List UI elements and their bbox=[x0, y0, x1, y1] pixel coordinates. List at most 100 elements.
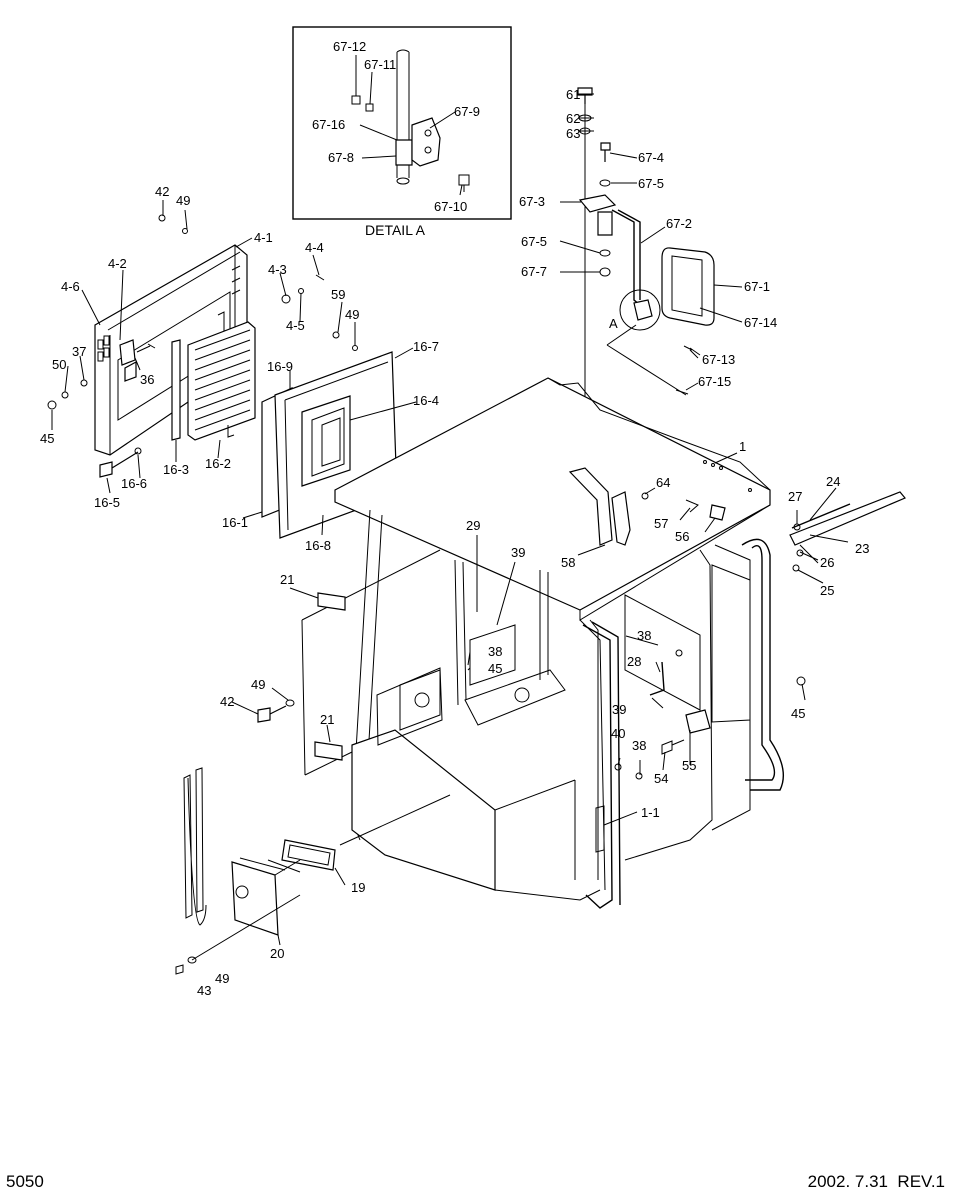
bolt-61 bbox=[577, 87, 593, 104]
center-pillar-1 bbox=[454, 559, 467, 706]
washer-38b bbox=[675, 649, 683, 657]
bolt-42b bbox=[257, 705, 287, 723]
center-pillar-2 bbox=[539, 570, 549, 680]
callout-25: 25 bbox=[820, 583, 834, 598]
handrail-left bbox=[582, 621, 621, 909]
page-number: 5050 bbox=[6, 1172, 44, 1191]
callout-16-9: 16-9 bbox=[267, 359, 293, 374]
callout-labels: 67-12 67-11 67-9 67-16 67-8 67-10 61 62 … bbox=[40, 39, 869, 998]
callout-4-2: 4-2 bbox=[108, 256, 127, 271]
bolt-16-5 bbox=[99, 451, 139, 478]
callout-67-9: 67-9 bbox=[454, 104, 480, 119]
callout-67-14: 67-14 bbox=[744, 315, 777, 330]
bolt-67-15 bbox=[675, 389, 689, 395]
callout-16-7: 16-7 bbox=[413, 339, 439, 354]
callout-16-4: 16-4 bbox=[413, 393, 439, 408]
callout-38a: 38 bbox=[488, 644, 502, 659]
lower-left-parts bbox=[175, 549, 451, 975]
duct-16-4-inner bbox=[311, 407, 345, 477]
mirror-67-1 bbox=[661, 247, 715, 326]
cab-leaders bbox=[467, 452, 806, 826]
washer-67-5b bbox=[599, 249, 611, 257]
callout-58: 58 bbox=[561, 555, 575, 570]
callout-67-1: 67-1 bbox=[744, 279, 770, 294]
detail-a-group bbox=[292, 26, 512, 220]
bolt-64 bbox=[641, 492, 649, 500]
mirror-67-1-inner bbox=[671, 255, 703, 317]
callout-49a: 49 bbox=[176, 193, 190, 208]
cab-base-right bbox=[494, 779, 601, 901]
callout-38b: 38 bbox=[637, 628, 651, 643]
callout-4-4: 4-4 bbox=[305, 240, 324, 255]
callout-1: 1 bbox=[739, 439, 746, 454]
inner-panel-left bbox=[376, 667, 443, 746]
date-revision: 2002. 7.31 REV.1 bbox=[808, 1172, 945, 1191]
callout-59: 59 bbox=[331, 287, 345, 302]
callout-67-12: 67-12 bbox=[333, 39, 366, 54]
vent-slot-1 bbox=[97, 339, 104, 350]
base-20-side bbox=[239, 857, 301, 876]
wiper-leaders bbox=[796, 487, 849, 584]
callout-49c: 49 bbox=[251, 677, 265, 692]
callout-55: 55 bbox=[682, 758, 696, 773]
bolt-42a bbox=[158, 214, 166, 222]
callout-49d: 49 bbox=[215, 971, 229, 986]
roof-hole-2 bbox=[711, 463, 715, 467]
label-21a bbox=[317, 592, 346, 611]
washer-50 bbox=[61, 391, 69, 399]
bracket-67-3 bbox=[578, 194, 617, 213]
callout-21a: 21 bbox=[280, 572, 294, 587]
mirror-assembly bbox=[559, 87, 743, 600]
washer-67-5a bbox=[599, 179, 611, 187]
callout-67-5b: 67-5 bbox=[521, 234, 547, 249]
callout-4-1: 4-1 bbox=[254, 230, 273, 245]
callout-39b: 39 bbox=[612, 702, 626, 717]
pipe-28 bbox=[649, 661, 665, 696]
callout-4-6: 4-6 bbox=[61, 279, 80, 294]
callout-61: 61 bbox=[566, 87, 580, 102]
panel-19-inner bbox=[287, 844, 331, 866]
detail-bracket bbox=[411, 117, 441, 167]
detail-hinge bbox=[395, 139, 413, 166]
detail-nut-67-12 bbox=[351, 95, 361, 105]
callout-40: 40 bbox=[611, 726, 625, 741]
callout-16-1: 16-1 bbox=[222, 515, 248, 530]
roof-latch-parts bbox=[568, 467, 726, 556]
callout-67-13: 67-13 bbox=[702, 352, 735, 367]
bolt-45c bbox=[796, 676, 806, 686]
callout-67-3: 67-3 bbox=[519, 194, 545, 209]
detail-a-frame bbox=[292, 26, 512, 220]
callout-45b: 45 bbox=[488, 661, 502, 676]
mirror-leaders bbox=[559, 93, 743, 391]
front-pillar bbox=[579, 619, 606, 891]
window-panel bbox=[301, 549, 441, 776]
arm-67-2 bbox=[611, 209, 649, 313]
callout-20: 20 bbox=[270, 946, 284, 961]
wiper-vertical bbox=[183, 767, 207, 926]
bolt-67-4 bbox=[600, 142, 611, 162]
rear-frame bbox=[624, 594, 701, 711]
callout-67-15: 67-15 bbox=[698, 374, 731, 389]
callout-16-2: 16-2 bbox=[205, 456, 231, 471]
handrail-right bbox=[741, 538, 784, 791]
bolt-45a bbox=[47, 400, 57, 410]
callout-45c: 45 bbox=[791, 706, 805, 721]
detail-nut-67-11 bbox=[365, 103, 374, 112]
callout-56: 56 bbox=[675, 529, 689, 544]
callout-29: 29 bbox=[466, 518, 480, 533]
inner-panel-box bbox=[399, 669, 441, 731]
callout-67-5a: 67-5 bbox=[638, 176, 664, 191]
callout-50: 50 bbox=[52, 357, 66, 372]
bolt-67-13 bbox=[683, 345, 693, 351]
callout-57: 57 bbox=[654, 516, 668, 531]
roof-hole-4 bbox=[748, 488, 752, 492]
washer-49c bbox=[285, 699, 295, 707]
cover-slots-right bbox=[217, 265, 241, 340]
callout-28: 28 bbox=[627, 654, 641, 669]
detail-a-title: DETAIL A bbox=[365, 222, 426, 238]
callout-49b: 49 bbox=[345, 307, 359, 322]
callout-A: A bbox=[609, 316, 618, 331]
wiper-arm-23 bbox=[789, 491, 906, 546]
detail-hole-2 bbox=[424, 146, 432, 154]
washer-37 bbox=[80, 379, 88, 387]
